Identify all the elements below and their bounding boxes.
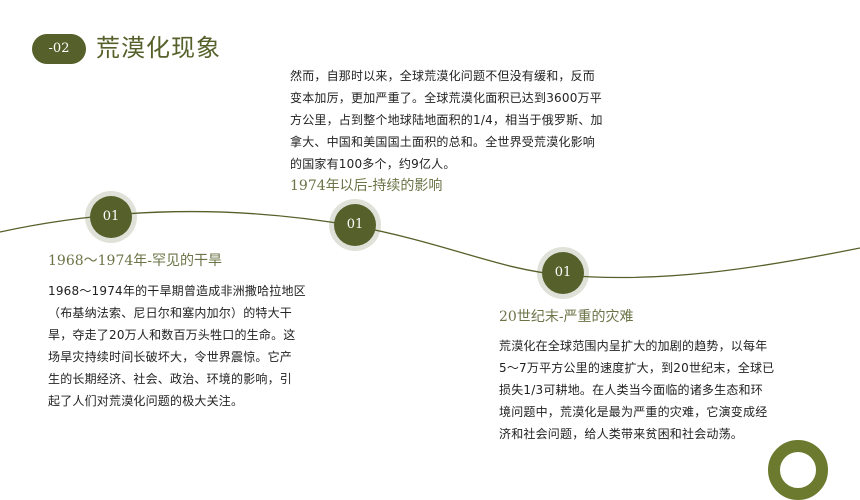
timeline-text-1: 1968～1974年的干旱期曾造成非洲撒哈拉地区 （布基纳法索、尼日尔和塞内加尔… [48, 284, 306, 408]
timeline-heading-2: 1974年以后-持续的影响 [290, 178, 443, 194]
timeline-text-3: 荒漠化在全球范围内呈扩大的加剧的趋势，以每年 5～7万平方公里的速度扩大，到20… [499, 339, 775, 441]
timeline-curve [0, 211, 860, 279]
timeline-node-3: 01 [542, 252, 584, 294]
timeline-node-1: 01 [90, 196, 132, 238]
page-title: 荒漠化现象 [96, 34, 221, 62]
timeline-heading-3: 20世纪末-严重的灾难 [499, 309, 634, 325]
timeline-text-2: 然而，自那时以来，全球荒漠化问题不但没有缓和，反而 变本加厉，更加严重了。全球荒… [290, 69, 603, 171]
section-number-badge: -02 [32, 34, 86, 64]
timeline-heading-1: 1968～1974年-罕见的干旱 [48, 253, 222, 269]
timeline-node-2: 01 [334, 204, 376, 246]
decorative-ring-shape [768, 440, 828, 500]
